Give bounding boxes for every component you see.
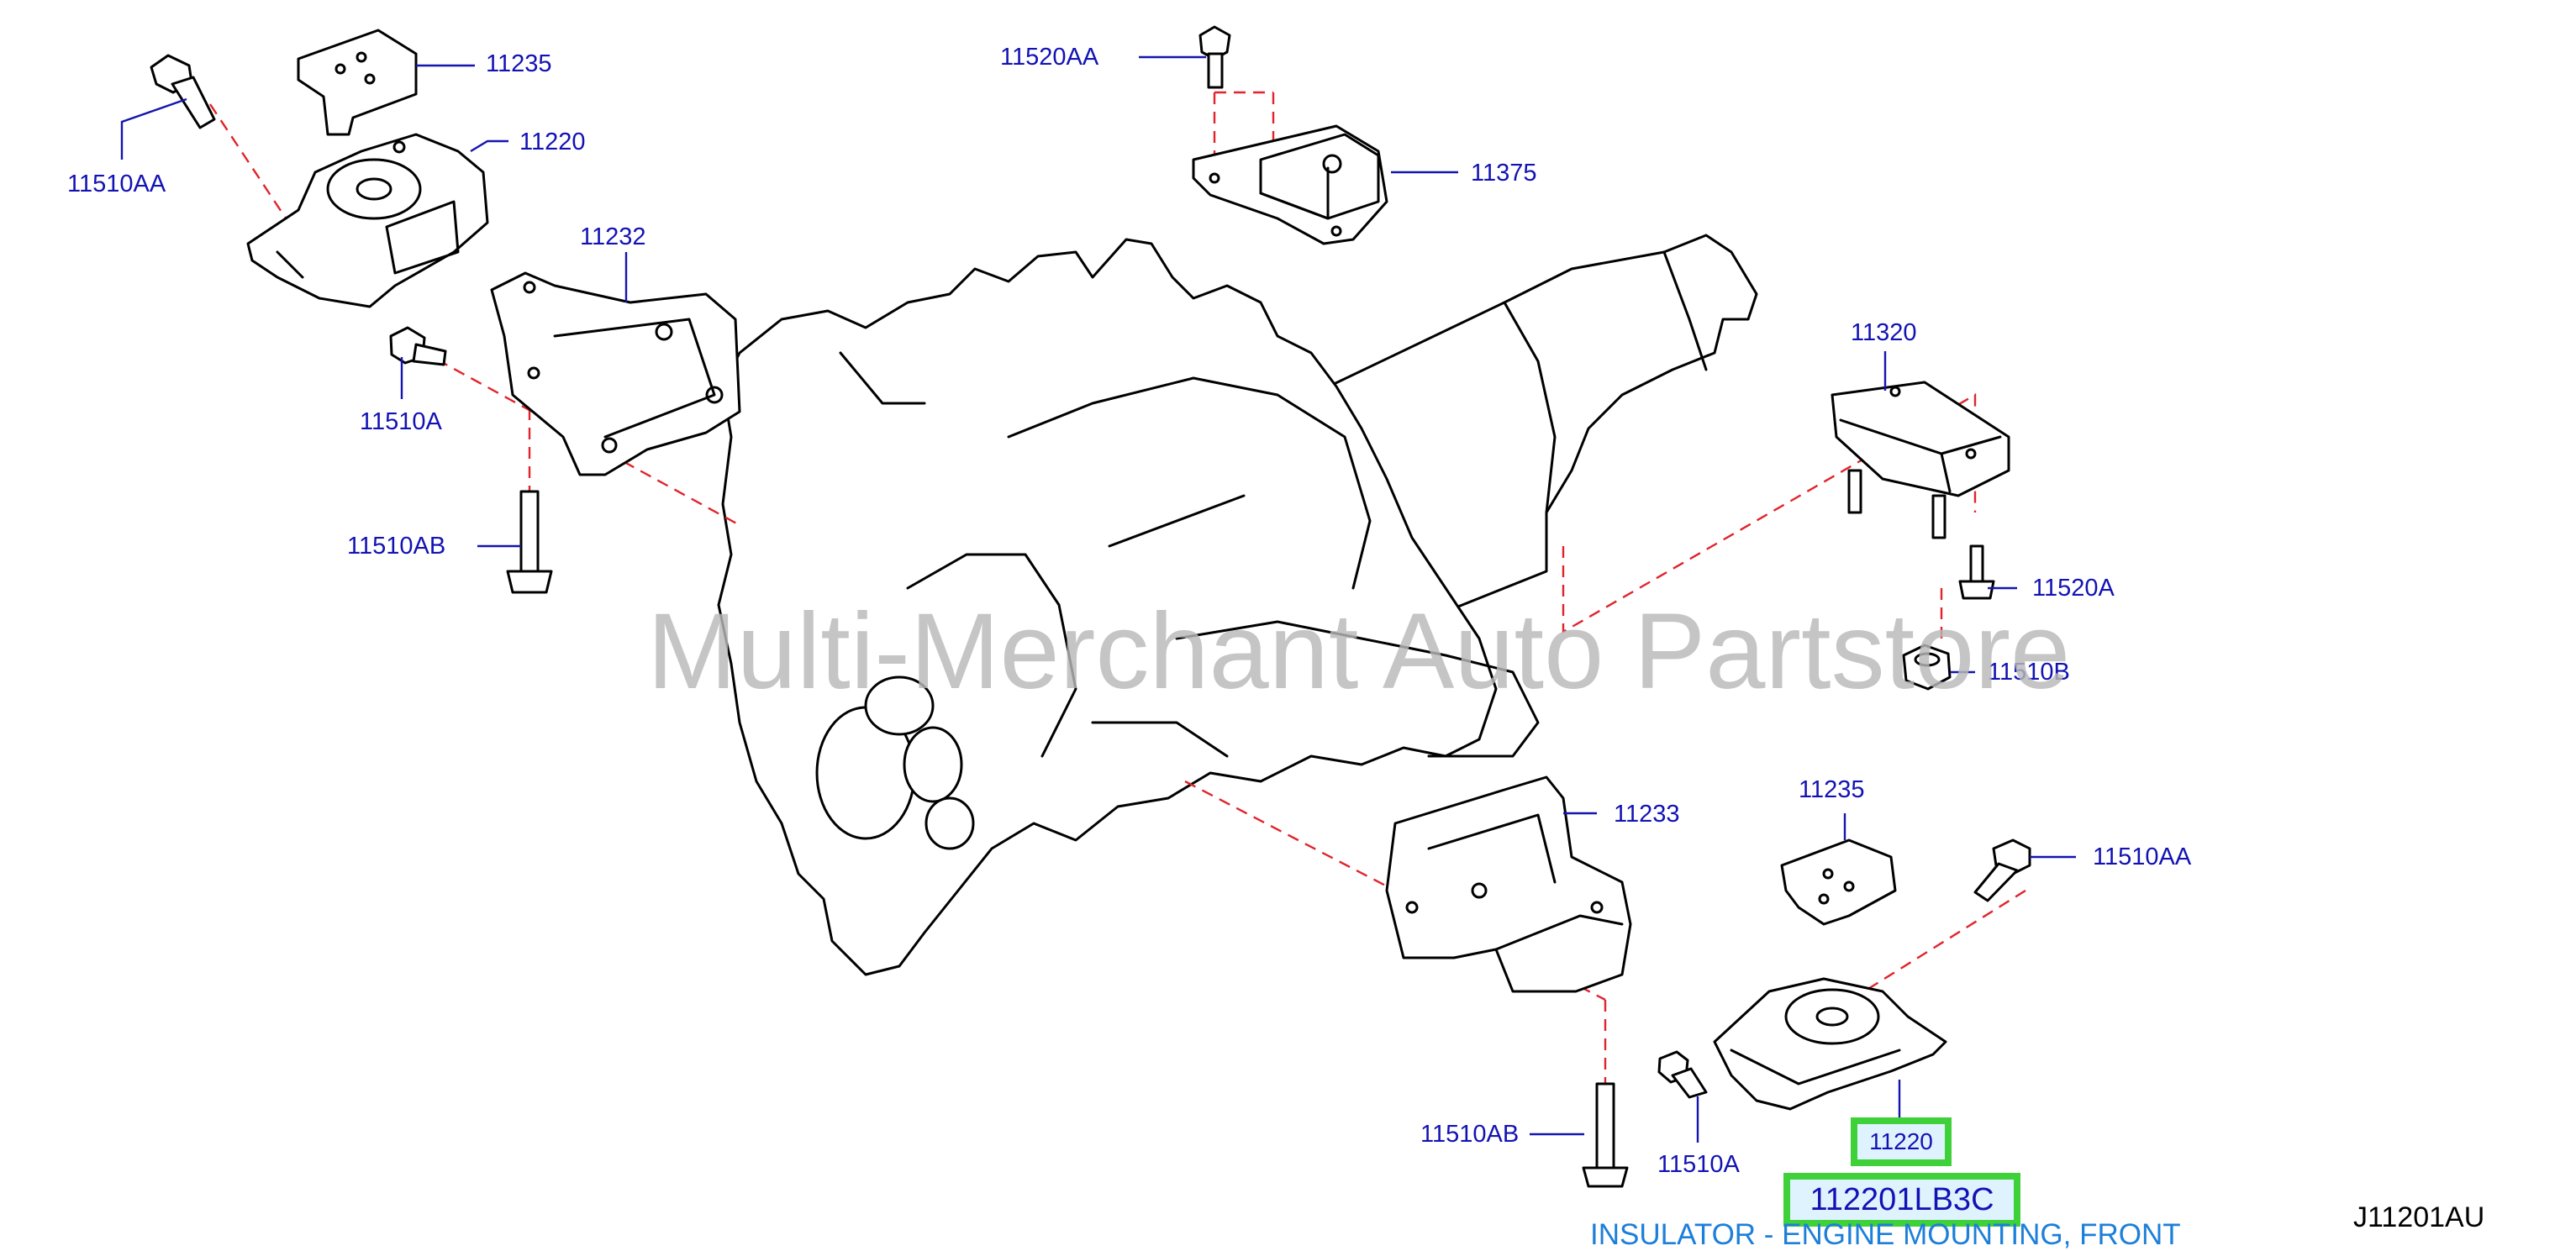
label-11510A-bottom: 11510A bbox=[1657, 1151, 1740, 1178]
watermark: Multi-Merchant Auto Partstore bbox=[647, 591, 2071, 712]
bolt-11510AA-top bbox=[150, 54, 216, 129]
bolt-11520A bbox=[1958, 544, 1995, 600]
bolt-11510AB-bottom bbox=[1582, 1082, 1629, 1188]
bracket-11233 bbox=[1385, 775, 1632, 993]
diagram-reference-code: J11201AU bbox=[2353, 1201, 2485, 1233]
nut-11510B bbox=[1902, 644, 1952, 691]
leader-lines bbox=[120, 55, 2076, 1143]
label-11375: 11375 bbox=[1471, 160, 1537, 187]
plate-11235-top bbox=[297, 29, 418, 136]
label-11510A-top: 11510A bbox=[360, 408, 442, 435]
plate-11235-bottom bbox=[1780, 838, 1897, 926]
label-11520AA: 11520AA bbox=[1000, 44, 1099, 71]
insulator-11320 bbox=[1831, 381, 2010, 539]
label-11510AB-top: 11510AB bbox=[347, 533, 446, 560]
bolt-11510A-top bbox=[389, 326, 447, 366]
bracket-11375 bbox=[1192, 124, 1388, 245]
bracket-11232 bbox=[490, 271, 741, 476]
part-description: INSULATOR - ENGINE MOUNTING, FRONT bbox=[1590, 1218, 2181, 1251]
label-11510B: 11510B bbox=[1988, 659, 2070, 686]
label-11233: 11233 bbox=[1614, 801, 1680, 828]
label-11320: 11320 bbox=[1851, 319, 1917, 346]
label-11510AA-bottom: 11510AA bbox=[2093, 844, 2192, 870]
engine-transmission-assembly bbox=[717, 234, 1758, 976]
bolt-11510AB-top bbox=[506, 490, 553, 594]
label-11520A: 11520A bbox=[2032, 575, 2115, 602]
bolt-11510AA-bottom bbox=[1973, 838, 2031, 902]
label-11232: 11232 bbox=[580, 223, 646, 250]
bolt-11520AA bbox=[1198, 25, 1231, 89]
label-11235-top: 11235 bbox=[486, 50, 552, 77]
bolt-11510A-bottom bbox=[1657, 1050, 1708, 1099]
label-11510AA-top: 11510AA bbox=[67, 171, 166, 197]
insulator-11220-top bbox=[246, 133, 489, 308]
label-11235-bottom: 11235 bbox=[1799, 776, 1865, 803]
highlighted-label-11220[interactable]: 11220 bbox=[1851, 1117, 1952, 1166]
part-number-link[interactable]: 112201LB3C bbox=[1783, 1173, 2020, 1227]
label-11220-top: 11220 bbox=[519, 129, 586, 155]
insulator-11220-bottom-highlighted bbox=[1713, 977, 1947, 1111]
label-11510AB-bottom: 11510AB bbox=[1420, 1121, 1520, 1148]
